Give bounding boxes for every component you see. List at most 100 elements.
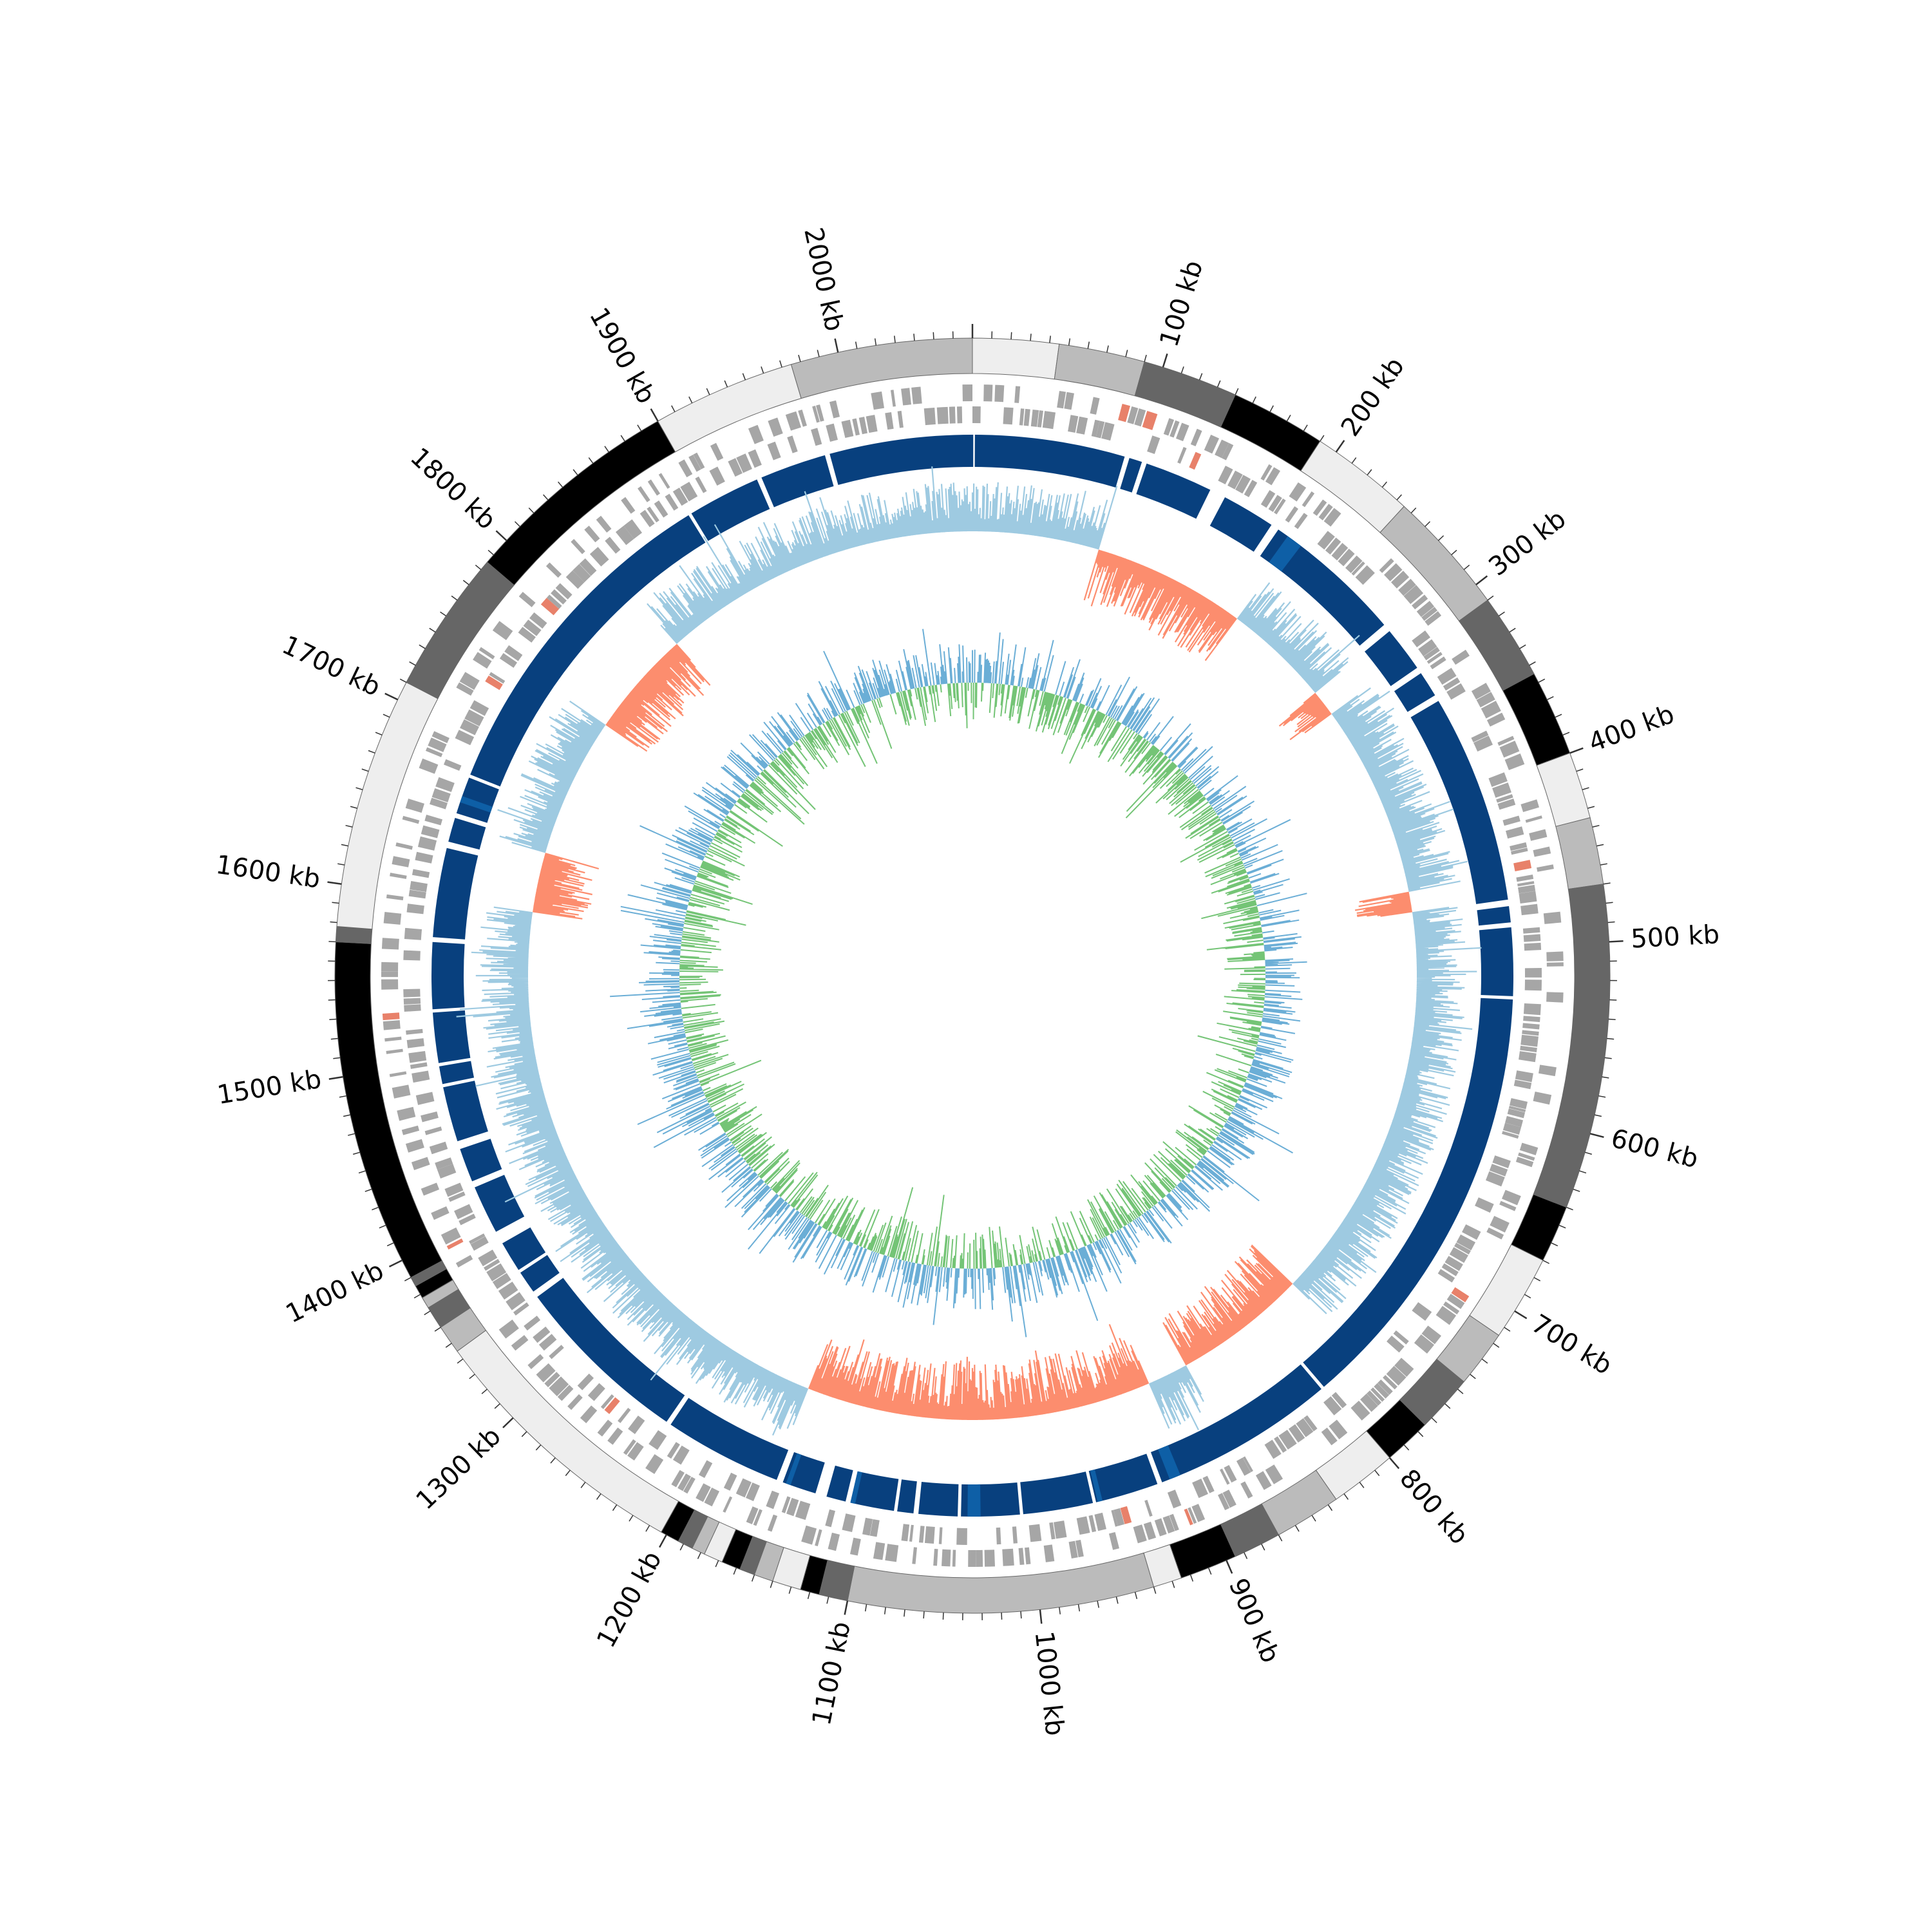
gene-feature	[996, 1527, 1001, 1545]
minor-tick	[688, 396, 693, 404]
gene-feature	[667, 1442, 680, 1459]
gene-feature	[1437, 668, 1457, 685]
gene-feature	[918, 1526, 925, 1543]
gene-feature	[956, 406, 963, 424]
gene-feature	[443, 759, 462, 771]
gene-feature	[746, 1482, 760, 1501]
gene-feature	[1118, 403, 1130, 422]
minor-tick	[1425, 521, 1431, 527]
major-tick	[1388, 1457, 1400, 1470]
blast-hit-block	[1209, 497, 1272, 552]
gene-feature	[678, 459, 693, 478]
blast-hit-block	[475, 1175, 525, 1232]
gene-feature	[536, 1363, 556, 1383]
gene-feature	[1236, 1457, 1251, 1476]
minor-tick	[788, 1586, 792, 1594]
gene-feature	[699, 1460, 713, 1479]
minor-tick	[923, 1611, 925, 1619]
gene-feature	[1170, 420, 1180, 438]
gene-feature	[545, 562, 562, 578]
gene-feature	[431, 788, 451, 802]
minor-tick	[1592, 824, 1600, 828]
gene-feature	[1520, 904, 1539, 916]
gene-feature	[942, 1549, 951, 1567]
blast-hit-block	[431, 942, 465, 1010]
gene-feature	[428, 737, 447, 752]
ideogram-segment	[1536, 752, 1591, 827]
gene-feature	[1522, 1030, 1539, 1036]
gene-feature	[976, 1549, 983, 1567]
minor-tick	[1431, 1417, 1437, 1423]
gene-feature	[1068, 415, 1079, 433]
blast-hit-block	[782, 1452, 825, 1493]
gene-feature	[421, 825, 440, 838]
gene-feature	[1177, 447, 1187, 464]
gene-feature	[1318, 504, 1333, 520]
minor-tick	[440, 611, 447, 617]
gene-feature	[1430, 656, 1446, 670]
blast-hit-block	[850, 1471, 899, 1511]
gene-feature	[1049, 1522, 1056, 1540]
gene-feature	[1513, 860, 1532, 871]
gene-feature	[1533, 846, 1551, 857]
minor-tick	[352, 1151, 360, 1155]
gene-feature	[580, 1405, 598, 1423]
gene-feature	[1537, 864, 1554, 872]
gene-feature	[589, 547, 609, 567]
minor-tick	[1547, 696, 1554, 701]
gene-feature	[538, 1334, 557, 1351]
position-tick-label: 200 kb	[1336, 352, 1410, 442]
major-tick	[834, 338, 839, 353]
gene-feature	[812, 406, 820, 423]
position-tick-label: 500 kb	[1630, 920, 1720, 954]
gene-feature	[696, 1483, 711, 1502]
gene-feature	[1394, 1358, 1414, 1378]
gene-feature	[1486, 1171, 1505, 1187]
gene-feature	[1510, 842, 1528, 851]
minor-tick	[1533, 1277, 1541, 1282]
gene-feature	[1489, 1164, 1508, 1177]
gene-feature	[425, 747, 443, 757]
minor-tick	[1244, 1552, 1248, 1559]
gene-feature	[683, 1477, 696, 1494]
gene-feature	[728, 458, 743, 477]
minor-tick	[1587, 806, 1595, 809]
gene-feature	[1522, 927, 1540, 934]
gene-feature	[430, 797, 448, 810]
minor-tick	[1410, 507, 1417, 514]
gene-feature	[746, 1506, 759, 1524]
minor-tick	[528, 507, 535, 514]
minor-tick	[1600, 863, 1607, 866]
gene-feature	[383, 911, 402, 925]
minor-tick	[429, 627, 436, 633]
minor-tick	[1551, 1242, 1558, 1247]
position-ticks	[327, 324, 1624, 1624]
gene-feature	[1274, 498, 1286, 515]
gene-feature	[1042, 411, 1056, 430]
major-tick	[1475, 575, 1488, 585]
gene-feature	[1192, 1479, 1208, 1499]
gene-feature	[816, 404, 824, 422]
gene-feature	[1384, 563, 1403, 582]
position-tick-label: 400 kb	[1585, 699, 1678, 758]
minor-tick	[855, 341, 858, 349]
gene-feature	[1492, 1155, 1511, 1169]
minor-tick	[1327, 1504, 1333, 1511]
gene-feature	[1508, 1105, 1526, 1113]
minor-tick	[629, 1515, 634, 1522]
minor-tick	[807, 1592, 811, 1600]
minor-tick	[1087, 341, 1090, 349]
minor-tick	[1303, 424, 1308, 431]
gene-feature	[1418, 639, 1437, 657]
gene-feature	[672, 1445, 690, 1465]
minor-tick	[1602, 1076, 1609, 1079]
minor-tick	[399, 678, 407, 683]
gene-feature	[1441, 1263, 1459, 1276]
minor-tick	[933, 332, 934, 339]
gene-feature	[841, 419, 854, 439]
minor-tick	[557, 481, 564, 488]
gene-feature	[1014, 386, 1021, 403]
gene-feature	[1520, 1034, 1539, 1047]
blast-hit-block	[972, 434, 974, 467]
minor-tick	[350, 806, 357, 809]
